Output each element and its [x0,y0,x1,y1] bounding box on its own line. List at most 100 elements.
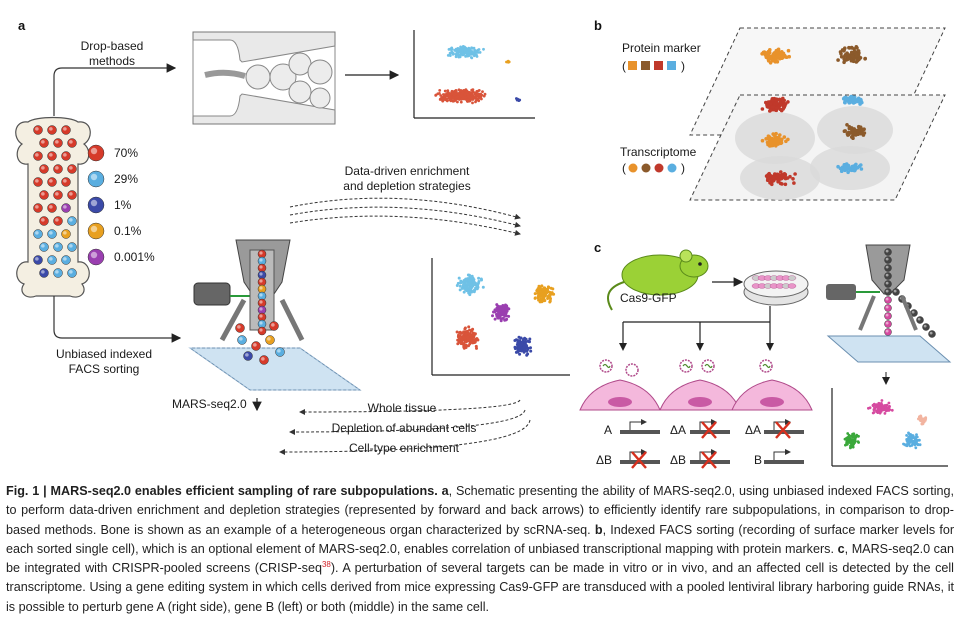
scatter-point [445,99,449,103]
gene-row-2-bottom: ΔB [670,453,686,467]
scatter-point [546,297,550,300]
scatter-point [471,101,474,105]
sorted-cell [275,347,285,357]
caption-title: Fig. 1 | MARS-seq2.0 enables efficient s… [6,484,438,498]
scatter-point [911,434,915,438]
mouse-label: Cas9-GFP [620,291,677,305]
scatter-point [880,399,884,402]
scatter-point [918,438,921,442]
transcriptome-cluster-point [779,170,783,174]
sorted-cell [884,296,892,304]
bone-cell [53,216,63,226]
transcriptome-cluster-point [776,142,780,146]
transcriptome-cluster-point [766,134,771,138]
caption-c-text-1: , MARS-seq2.0 can be integrated with CRI… [6,541,954,576]
scatter-point [516,341,520,345]
panel-a-label: a [18,18,26,33]
paren-close: ) [681,59,685,73]
transcriptome-key: () [622,161,685,175]
protein-marker-label: Protein marker [622,41,701,55]
scatter-point [909,439,913,442]
drop-arrow [53,63,177,116]
bone-cell [39,268,49,278]
sorted-cell [922,323,930,331]
scatter-point [456,95,459,99]
scatter-point [518,352,522,356]
paren-open: ( [622,59,626,73]
forward-strategy-arrows [289,197,521,236]
gene-locus [764,449,804,464]
scatter-point [887,401,891,405]
scatter-point [472,339,476,343]
protein-marker-key: () [622,59,685,73]
bone-cell [53,242,63,252]
scatter-point [913,439,917,443]
scatter-point [886,408,890,412]
scatter-point [468,334,472,337]
droplet-device-illustration [192,31,336,125]
scatter-point [439,94,443,97]
scatter-point [550,291,554,295]
perturbed-cell [659,359,741,411]
scatter-point [915,433,918,436]
transcriptome-cluster-point [769,177,773,182]
protein-cluster-point [854,59,859,64]
protein-cluster-point [839,51,843,56]
bone-cell [39,190,49,200]
scatter-point [454,90,458,93]
scatter-point [853,436,857,440]
sorted-cell [884,264,892,272]
protein-cluster-point [860,100,864,105]
scatter-point [462,290,466,294]
paren-close: ) [681,161,685,175]
scatter-point [879,406,882,409]
protein-cluster-point [850,46,854,50]
scatter-point [480,97,483,101]
scatter-point [911,441,915,445]
scatter-point [474,100,477,104]
scatter-point [457,276,461,280]
scatter-point [470,56,473,59]
protein-cluster-point [849,50,854,55]
scatter-point [533,292,537,296]
scatter-point [907,431,910,435]
gene-row-3-bottom: B [754,453,762,467]
scatter-point [502,306,505,310]
facs-sorter-c-illustration [826,244,952,363]
sorted-cell [257,326,267,336]
scatter-point [459,45,462,49]
scatter-point [466,282,470,286]
facs-scatter-plot [431,258,570,376]
sorted-cell [916,316,924,324]
transcriptome-cluster-point [848,168,852,172]
scatter-point [533,296,537,300]
bone-cell [33,151,43,161]
transcriptome-cluster-point [788,174,792,179]
bone-cell [39,164,49,174]
drop-scatter-plot [413,30,535,119]
scatter-point [443,89,447,93]
scatter-point [464,285,468,289]
transcriptome-cluster-point [764,137,768,141]
bone-cell [61,177,71,187]
scatter-point [491,314,494,318]
scatter-point [446,54,450,57]
scatter-point [924,417,928,421]
scatter-point [844,443,847,447]
dish-cell [787,283,797,289]
transcriptome-cluster-point [792,181,796,185]
gene-row-2-top: ΔA [670,423,686,437]
cell-legend: 70%29%1%0.1%0.001% [87,144,155,266]
sorted-cell [892,288,900,296]
scatter-point [474,95,478,99]
scatter-point [470,93,474,96]
transcriptome-cluster-point [846,164,851,168]
scatter-point [482,47,485,51]
scatter-point [493,317,497,321]
scatter-point [495,312,498,316]
key-swatch [654,163,664,173]
scatter-point [482,94,486,98]
scatter-point [466,53,469,57]
scatter-point [499,305,503,309]
caption-c-ref: 38 [321,560,331,569]
